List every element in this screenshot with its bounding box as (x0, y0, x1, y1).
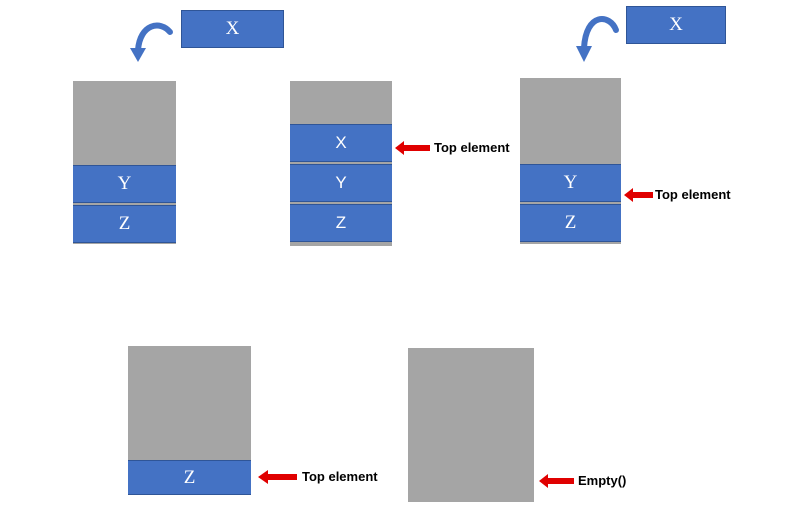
stack-cell-label: Z (335, 213, 347, 232)
stack-cell: X (290, 124, 392, 162)
stack-container-1: Y Z (73, 81, 176, 244)
left-arrow-icon (395, 141, 430, 155)
stack-cell-label: Y (117, 173, 132, 194)
curved-arrow-icon (130, 22, 173, 62)
popped-element-label: X (669, 14, 683, 35)
stack-cell-label: Y (335, 173, 347, 192)
curved-arrow-icon (576, 16, 619, 62)
left-arrow-icon (624, 188, 653, 202)
popped-element-box: X (626, 6, 726, 44)
top-element-label: Top element (434, 140, 510, 155)
stack-cell: Y (290, 164, 392, 202)
stack-cell: Z (128, 460, 251, 495)
popped-element-box: X (181, 10, 284, 48)
stack-container-4: Z (128, 346, 251, 495)
stack-cell-label: Z (118, 213, 131, 234)
stack-container-3: Y Z (520, 78, 621, 244)
stack-container-2: X Y Z (290, 81, 392, 246)
stack-cell-label: X (335, 133, 347, 152)
popped-element-label: X (225, 18, 240, 39)
stack-cell: Z (73, 205, 176, 243)
stack-cell: Y (520, 164, 621, 202)
left-arrow-icon (539, 474, 574, 488)
stack-cell-label: Y (563, 172, 578, 193)
stack-cell: Z (520, 204, 621, 242)
empty-label: Empty() (578, 473, 627, 488)
stack-cell-label: Z (564, 212, 577, 233)
stack-cell: Y (73, 165, 176, 203)
top-element-label: Top element (302, 469, 378, 484)
stack-cell: Z (290, 204, 392, 242)
stack-container-5 (408, 348, 534, 502)
left-arrow-icon (258, 470, 297, 484)
top-element-label: Top element (655, 187, 731, 202)
stack-cell-label: Z (183, 466, 196, 488)
